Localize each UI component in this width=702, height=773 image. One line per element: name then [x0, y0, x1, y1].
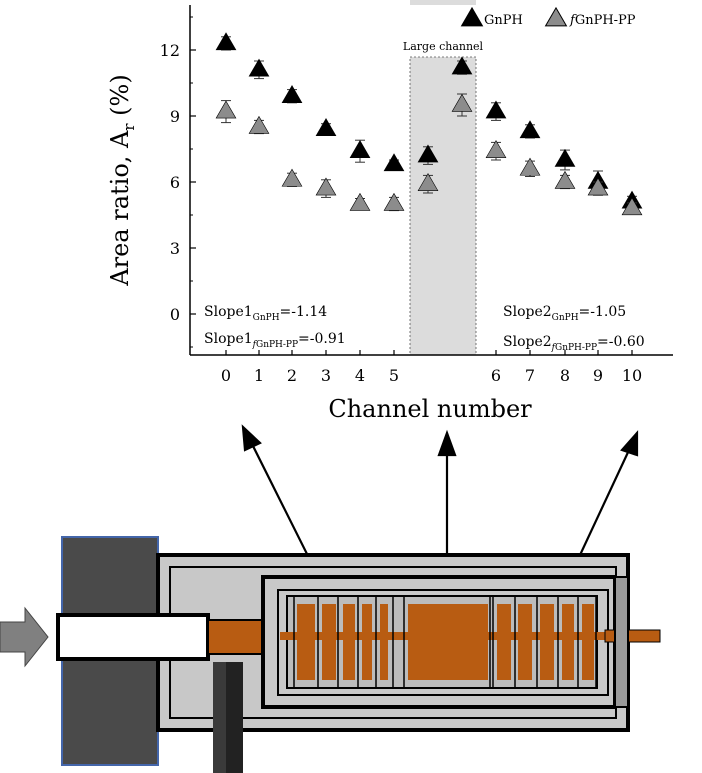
x-tick-label: 1 — [254, 366, 264, 385]
point-gnph — [451, 56, 473, 75]
x-tick-label: 0 — [221, 366, 231, 385]
melt-channel — [362, 604, 372, 680]
point-gnph — [215, 32, 237, 51]
x-tick-label: 6 — [491, 366, 501, 385]
point-gnph — [349, 140, 371, 158]
point-gnph — [281, 85, 303, 103]
arrow-head-left — [241, 424, 262, 452]
point-fgnph-pp — [383, 192, 405, 211]
x-axis-label: Channel number — [328, 395, 532, 423]
melt-channel — [562, 604, 574, 680]
y-tick-label: 3 — [170, 239, 180, 258]
legend-label-fgnph-pp-rest: GnPH-PP — [575, 13, 636, 28]
y-axis-label-main: Area ratio, A — [106, 130, 134, 287]
legend-marker-gnph — [460, 6, 484, 27]
point-fgnph-pp — [519, 157, 541, 176]
melt-channel — [408, 604, 488, 680]
x-tick-label: 4 — [355, 366, 365, 385]
legend-label-fgnph-pp-prefix: f — [569, 13, 577, 28]
x-tick-label: 9 — [593, 366, 603, 385]
y-tick-label: 0 — [170, 305, 180, 324]
melt-channel — [380, 604, 388, 680]
end-cap — [614, 576, 629, 708]
x-tick-label: 8 — [560, 366, 570, 385]
legend-label-gnph: GnPH — [484, 13, 523, 28]
large-channel-label: Large channel — [403, 40, 484, 53]
extruder-diagram — [0, 536, 661, 773]
melt-channel — [582, 604, 594, 680]
arrow-head-middle — [437, 429, 457, 457]
point-fgnph-pp — [587, 177, 609, 196]
channels — [293, 596, 597, 688]
point-fgnph-pp — [417, 173, 439, 191]
melt-channel — [497, 604, 511, 680]
point-fgnph-pp — [485, 140, 507, 158]
y-axis-label-sub: r — [120, 123, 138, 131]
point-fgnph-pp — [281, 168, 303, 187]
point-fgnph-pp — [315, 177, 337, 196]
feeder-rod-shadow — [226, 662, 243, 773]
point-gnph — [485, 100, 507, 119]
legend: GnPH fGnPH-PP — [460, 6, 636, 28]
y-tick-label: 6 — [170, 173, 180, 192]
point-gnph — [519, 120, 541, 139]
annotation-slope1-fgnph-pp: Slope1fGnPH-PP=-0.91 — [204, 331, 346, 350]
point-gnph — [554, 148, 576, 167]
x-tick-label: 5 — [389, 366, 399, 385]
melt-channel — [540, 604, 554, 680]
x-tick-label: 3 — [321, 366, 331, 385]
annotation-slope2-gnph: Slope2GnPH=-1.05 — [503, 304, 626, 323]
legend-marker-fgnph-pp — [544, 6, 568, 27]
inlet-tube — [56, 613, 210, 661]
arrow-head-right — [620, 430, 639, 457]
x-tick-label: 2 — [287, 366, 297, 385]
legend-label-fgnph-pp: fGnPH-PP — [569, 13, 636, 28]
large-channel-cap — [410, 0, 476, 5]
x-tick-label: 10 — [622, 366, 642, 385]
point-fgnph-pp — [248, 115, 270, 134]
point-fgnph-pp — [215, 100, 237, 119]
melt-channel — [297, 604, 315, 680]
data-marks — [215, 32, 643, 216]
annotation-slope2-fgnph-pp: Slope2fGnPH-PP=-0.60 — [503, 334, 645, 353]
point-fgnph-pp — [349, 192, 371, 211]
x-tick-label: 7 — [525, 366, 535, 385]
melt-channel — [322, 604, 336, 680]
point-gnph — [315, 118, 337, 136]
y-axis-label: Area ratio, Ar (%) — [106, 74, 138, 286]
inlet-arrow-icon — [0, 606, 49, 668]
point-fgnph-pp — [621, 197, 643, 216]
annotation-slope1-gnph: Slope1GnPH=-1.14 — [204, 304, 327, 323]
y-axis-label-unit: (%) — [106, 74, 134, 123]
point-fgnph-pp — [554, 170, 576, 189]
melt-channel — [343, 604, 355, 680]
y-tick-label: 9 — [170, 107, 180, 126]
point-gnph — [417, 144, 439, 163]
point-fgnph-pp — [451, 93, 473, 112]
melt-outlet — [604, 629, 661, 643]
y-tick-label: 12 — [160, 41, 180, 60]
melt-channel — [518, 604, 532, 680]
point-gnph — [248, 58, 270, 77]
point-gnph — [383, 153, 405, 172]
